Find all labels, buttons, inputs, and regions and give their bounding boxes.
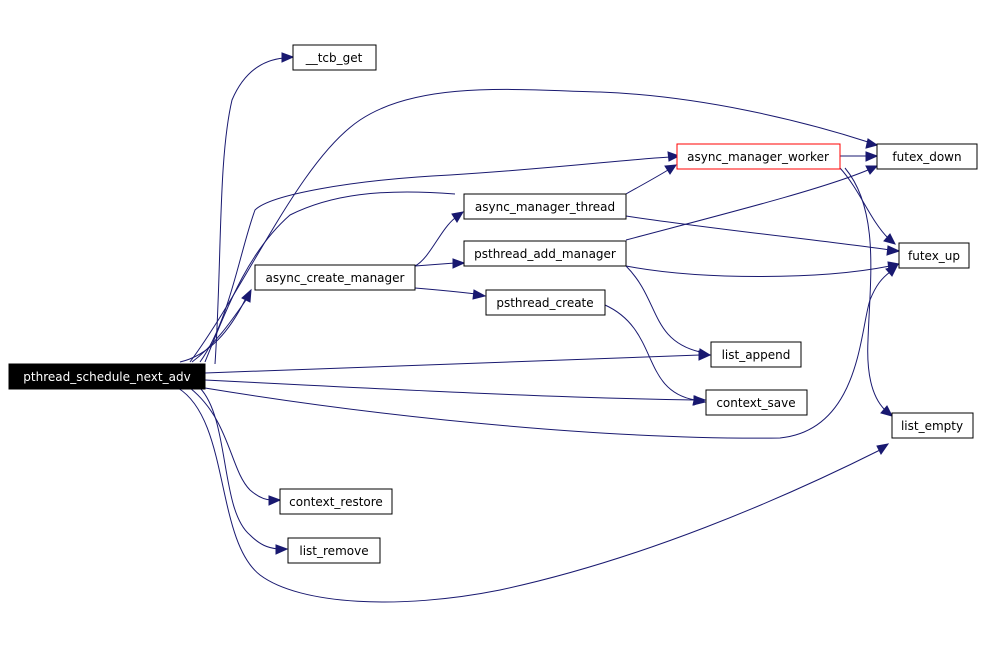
edge-root-to-async-create-manager-2 <box>191 299 247 363</box>
node-psthread-create[interactable]: psthread_create <box>485 289 606 316</box>
node-label: context_save <box>716 396 795 410</box>
node-label: list_remove <box>299 544 368 558</box>
node-list-empty[interactable]: list_empty <box>891 412 974 439</box>
edge-amw-to-list-empty <box>844 167 893 417</box>
node-label: psthread_create <box>496 296 593 310</box>
edge-root-to-list-empty <box>177 387 890 603</box>
edge-root-to-futex-down <box>189 88 879 363</box>
node-label: futex_down <box>892 150 961 164</box>
edge-root-to-context-restore <box>189 387 282 506</box>
node-label: list_append <box>722 348 791 362</box>
edge-acm-to-psthread-add-manager <box>414 258 466 269</box>
edge-pam-to-futex-down <box>625 165 879 241</box>
node-label: psthread_add_manager <box>474 247 616 261</box>
node-async-create-manager[interactable]: async_create_manager <box>254 264 416 291</box>
edge-root-to-context-save <box>204 379 707 406</box>
node-label: futex_up <box>908 249 960 263</box>
edge-pam-to-futex-up <box>625 261 901 277</box>
node-list-remove[interactable]: list_remove <box>287 537 381 564</box>
edge-root-to-async-manager-thread <box>204 191 456 363</box>
node-tcb-get[interactable]: __tcb_get <box>292 44 377 71</box>
edge-amt-to-amw <box>625 164 677 195</box>
node-context-save[interactable]: context_save <box>705 389 808 416</box>
edge-root-to-tcb-get <box>214 52 295 365</box>
edge-amw-to-futex-up <box>839 167 896 245</box>
node-label: async_manager_thread <box>475 200 615 214</box>
edge-root-to-list-remove <box>199 387 289 555</box>
node-label: list_empty <box>901 419 963 433</box>
node-async-manager-worker[interactable]: async_manager_worker <box>676 143 841 170</box>
node-root[interactable]: pthread_schedule_next_adv <box>8 363 206 390</box>
edge-amt-to-futex-up <box>625 215 901 256</box>
edge-amw-to-futex-down <box>839 151 879 162</box>
node-label: async_manager_worker <box>687 150 829 164</box>
node-label: async_create_manager <box>266 271 405 285</box>
node-context-restore[interactable]: context_restore <box>279 488 393 515</box>
edge-root-to-list-append <box>204 350 712 374</box>
node-async-manager-thread[interactable]: async_manager_thread <box>463 193 627 220</box>
node-futex-down[interactable]: futex_down <box>876 143 978 170</box>
node-psthread-add-manager[interactable]: psthread_add_manager <box>463 240 627 267</box>
edges <box>177 52 901 603</box>
edge-pam-to-list-append <box>625 265 712 359</box>
node-label: context_restore <box>289 495 383 509</box>
node-futex-up[interactable]: futex_up <box>898 242 970 269</box>
node-label: __tcb_get <box>305 51 363 65</box>
node-list-append[interactable]: list_append <box>710 341 802 368</box>
edge-pc-to-context-save <box>604 304 707 406</box>
edge-acm-to-async-manager-thread <box>414 211 464 267</box>
edge-root-to-async-manager-worker <box>199 151 681 363</box>
edge-acm-to-psthread-create <box>414 287 487 300</box>
node-label: pthread_schedule_next_adv <box>23 370 190 384</box>
